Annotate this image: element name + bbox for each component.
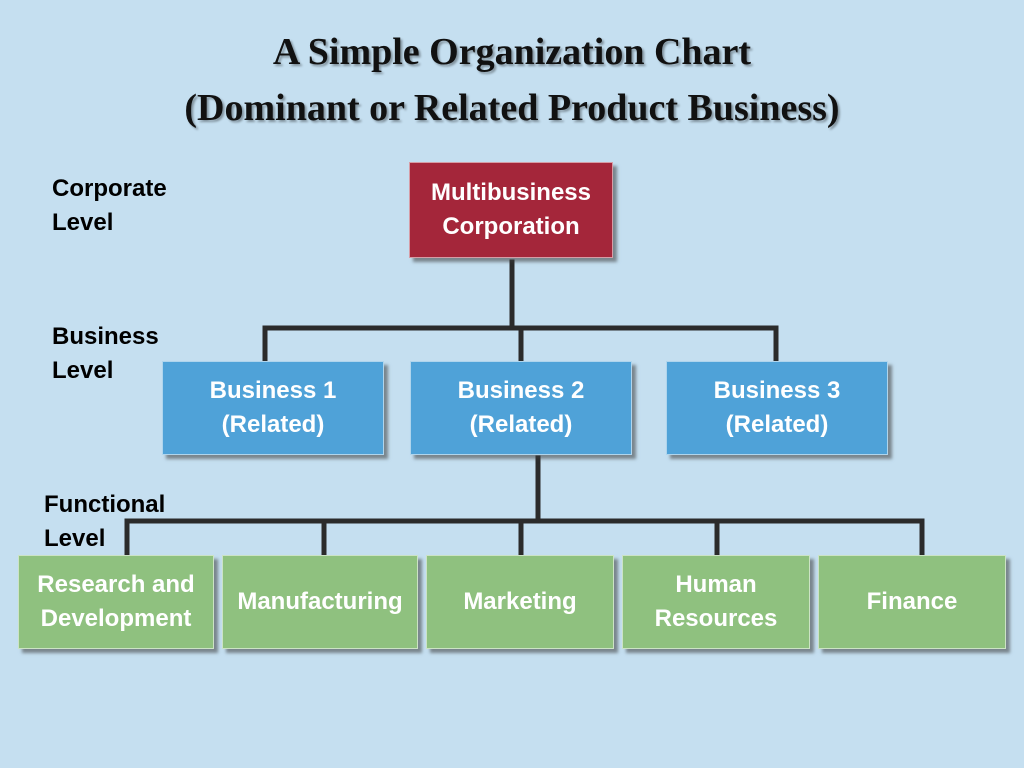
business-node-2-line-2: (Related)	[469, 411, 573, 438]
business-level-label: Business Level	[52, 320, 159, 388]
functional-node-finance: Finance	[818, 555, 1006, 649]
corporate-node-line-2: Corporation	[442, 213, 580, 240]
functional-level-label-line-2: Level	[44, 525, 106, 552]
functional-node-4-line-2: Resources	[654, 605, 778, 632]
functional-level-label: Functional Level	[44, 488, 165, 556]
functional-node-manufacturing: Manufacturing	[222, 555, 418, 649]
functional-node-4-line-1: Human	[675, 571, 757, 598]
functional-node-research-and-development: Research and Development	[18, 555, 214, 649]
business-level-label-line-2: Level	[52, 357, 114, 384]
functional-node-marketing: Marketing	[426, 555, 614, 649]
functional-node-1-line-2: Development	[40, 605, 192, 632]
functional-node-human-resources: Human Resources	[622, 555, 810, 649]
corporate-node: Multibusiness Corporation	[409, 162, 613, 258]
functional-level-label-line-1: Functional	[44, 491, 166, 518]
business-node-3: Business 3 (Related)	[666, 361, 888, 455]
functional-node-3-line-1: Marketing	[463, 588, 577, 615]
corporate-level-label-line-2: Level	[52, 209, 114, 236]
business-node-3-line-1: Business 3	[713, 377, 841, 404]
business-node-2: Business 2 (Related)	[410, 361, 632, 455]
title-line-1: A Simple Organization Chart	[272, 31, 752, 73]
corporate-level-label-line-1: Corporate	[52, 175, 167, 202]
corporate-node-line-1: Multibusiness	[430, 179, 592, 206]
business-node-2-line-1: Business 2	[457, 377, 585, 404]
business-level-label-line-1: Business	[52, 323, 159, 350]
functional-node-1-line-1: Research and	[37, 571, 195, 598]
business-node-3-line-2: (Related)	[725, 411, 829, 438]
business-node-1-line-1: Business 1	[209, 377, 337, 404]
functional-node-2-line-1: Manufacturing	[237, 588, 403, 615]
business-node-1: Business 1 (Related)	[162, 361, 384, 455]
business-node-1-line-2: (Related)	[221, 411, 325, 438]
title-line-2: (Dominant or Related Product Business)	[184, 87, 840, 129]
functional-node-5-line-1: Finance	[866, 588, 958, 615]
corporate-level-label: Corporate Level	[52, 172, 167, 240]
